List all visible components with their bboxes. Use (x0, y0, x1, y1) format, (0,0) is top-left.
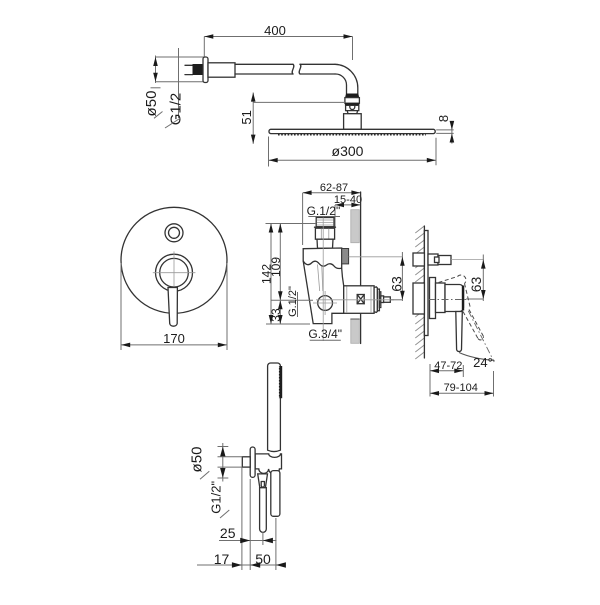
svg-text:ø50: ø50 (143, 91, 160, 117)
svg-text:62-87: 62-87 (320, 182, 348, 194)
svg-text:8: 8 (436, 115, 451, 122)
svg-text:51: 51 (239, 110, 254, 124)
svg-text:G1/2: G1/2 (168, 93, 185, 126)
svg-text:33: 33 (269, 308, 283, 322)
svg-text:63: 63 (468, 277, 484, 293)
svg-text:47-72: 47-72 (434, 360, 462, 372)
svg-text:G.3/4": G.3/4" (308, 327, 342, 341)
svg-text:79-104: 79-104 (444, 382, 478, 394)
svg-text:G.1/2": G.1/2" (287, 286, 299, 317)
svg-text:G.1/2": G.1/2" (307, 204, 341, 218)
svg-text:ø50: ø50 (189, 447, 206, 473)
svg-text:15-40: 15-40 (334, 194, 362, 206)
svg-text:142: 142 (260, 264, 274, 284)
svg-text:63: 63 (389, 276, 405, 292)
svg-text:109: 109 (269, 257, 283, 277)
svg-text:25: 25 (220, 525, 236, 541)
svg-text:400: 400 (264, 23, 286, 38)
svg-text:ø300: ø300 (332, 143, 364, 159)
svg-text:170: 170 (163, 331, 185, 346)
svg-text:24°: 24° (473, 355, 493, 370)
svg-text:17: 17 (214, 551, 230, 567)
svg-text:G1/2": G1/2" (209, 481, 224, 514)
